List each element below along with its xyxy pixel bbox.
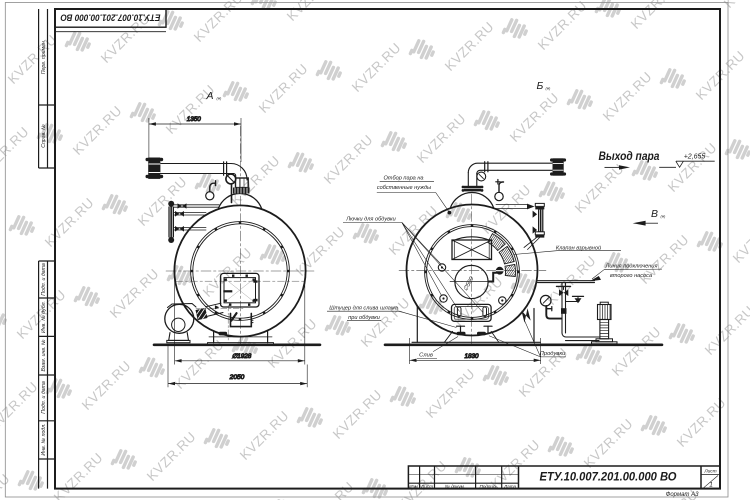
svg-text:Отбор пара на: Отбор пара на: [383, 176, 423, 182]
svg-text:ЕТУ.10.007.201.00.000 ВО: ЕТУ.10.007.201.00.000 ВО: [60, 13, 160, 23]
svg-text:Слив: Слив: [419, 353, 433, 359]
svg-text:Формат А3: Формат А3: [666, 492, 699, 498]
svg-text:Подп. и дата: Подп. и дата: [41, 263, 47, 296]
svg-text:Справ. №: Справ. №: [41, 124, 47, 148]
svg-text:ЕТУ.10.007.201.00.000 ВО: ЕТУ.10.007.201.00.000 ВО: [540, 470, 677, 484]
svg-text:Б: Б: [537, 80, 544, 92]
svg-text:Подп. и дата: Подп. и дата: [41, 381, 47, 414]
svg-text:∅1928: ∅1928: [232, 353, 252, 360]
svg-text:Дата: Дата: [503, 484, 517, 489]
svg-text:Лючки для обдувки: Лючки для обдувки: [345, 217, 396, 223]
svg-text:А: А: [206, 90, 214, 102]
svg-text:Изм: Изм: [409, 484, 418, 489]
svg-text:при обдувки: при обдувки: [348, 315, 380, 321]
svg-text:Перв. примен.: Перв. примен.: [41, 40, 47, 74]
svg-text:1350: 1350: [187, 116, 202, 123]
svg-text:Линия подключения: Линия подключения: [605, 263, 658, 269]
svg-text:Взам. инв. №: Взам. инв. №: [41, 339, 47, 371]
svg-text:Продувки: Продувки: [540, 351, 566, 357]
svg-text:Подпись: Подпись: [479, 484, 498, 489]
svg-text:В: В: [651, 208, 658, 220]
svg-text:Штуцер для слива шлама: Штуцер для слива шлама: [329, 305, 398, 311]
svg-text:Лист: Лист: [703, 469, 716, 475]
svg-text:1830: 1830: [464, 353, 479, 360]
svg-text:№ докум.: № докум.: [445, 484, 465, 489]
svg-text:собственные нужды: собственные нужды: [377, 185, 431, 191]
svg-text:(м): (м): [546, 87, 551, 91]
svg-text:(м): (м): [661, 215, 666, 219]
svg-text:Лист: Лист: [420, 484, 433, 489]
svg-text:второго насоса: второго насоса: [610, 273, 652, 279]
svg-text:2050: 2050: [229, 374, 245, 381]
svg-text:1: 1: [709, 482, 713, 489]
svg-text:Клапан взрывной: Клапан взрывной: [556, 244, 601, 251]
svg-text:+2,655: +2,655: [684, 154, 706, 161]
svg-text:Инв. № подл.: Инв. № подл.: [41, 423, 47, 455]
svg-text:KVZR.RU: KVZR.RU: [721, 0, 750, 11]
svg-text:(м): (м): [217, 97, 222, 101]
svg-text:Выход пара: Выход пара: [599, 149, 660, 163]
svg-text:Инв. № дубл.: Инв. № дубл.: [41, 301, 47, 333]
